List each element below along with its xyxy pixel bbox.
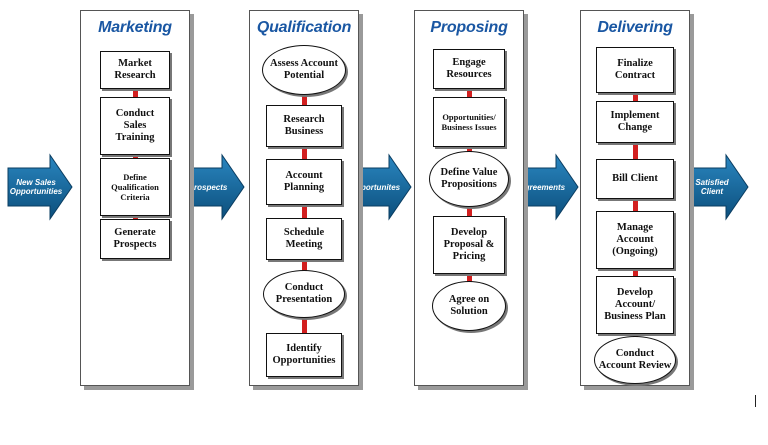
- flow-arrow-satisfied-client: Satisfied Client: [683, 153, 749, 221]
- arrow-shape: [7, 153, 73, 221]
- step-account-planning: Account Planning: [266, 159, 342, 205]
- step-define-qualification-criteria: Define Qualification Criteria: [100, 158, 170, 216]
- arrow-label: Satisfied Client: [695, 178, 729, 196]
- stage-title: Qualification: [256, 19, 352, 36]
- stage-column-proposing: Proposing Engage Resources Opportunities…: [414, 10, 524, 386]
- stage-title: Marketing: [98, 19, 172, 36]
- stage-column-marketing: Marketing Market Research Conduct Sales …: [80, 10, 190, 386]
- step-conduct-sales-training: Conduct Sales Training: [100, 97, 170, 155]
- step-develop-proposal-pricing: Develop Proposal & Pricing: [433, 216, 505, 274]
- step-conduct-presentation: Conduct Presentation: [263, 270, 345, 318]
- stage-column-qualification: Qualification Assess Account Potential R…: [249, 10, 359, 386]
- arrow-label: New Sales Opportunities: [9, 178, 63, 196]
- step-manage-account: Manage Account (Ongoing): [596, 211, 674, 269]
- step-engage-resources: Engage Resources: [433, 49, 505, 89]
- stage-title: Proposing: [430, 19, 508, 36]
- step-schedule-meeting: Schedule Meeting: [266, 218, 342, 260]
- arrow-label: Opportunites: [349, 182, 401, 192]
- arrow-shape: [683, 153, 749, 221]
- arrow-label: Agreements: [518, 182, 566, 192]
- arrow-label: Prospects: [188, 182, 228, 192]
- step-identify-opportunities: Identify Opportunities: [266, 333, 342, 377]
- step-develop-account-business-plan: Develop Account/ Business Plan: [596, 276, 674, 334]
- stage-title: Delivering: [597, 19, 673, 36]
- step-market-research: Market Research: [100, 51, 170, 89]
- step-finalize-contract: Finalize Contract: [596, 47, 674, 93]
- stage-column-delivering: Delivering Finalize Contract Implement C…: [580, 10, 690, 386]
- step-agree-on-solution: Agree on Solution: [432, 281, 506, 331]
- step-implement-change: Implement Change: [596, 101, 674, 143]
- step-assess-account-potential: Assess Account Potential: [262, 45, 346, 95]
- step-define-value-propositions: Define Value Propositions: [429, 151, 509, 207]
- step-conduct-account-review: Conduct Account Review: [594, 336, 676, 384]
- connector-line: [301, 71, 307, 361]
- step-research-business: Research Business: [266, 105, 342, 147]
- text-cursor-mark: [755, 395, 756, 407]
- flow-arrow-new-sales-opportunities: New Sales Opportunities: [7, 153, 73, 221]
- step-opportunities-business-issues: Opportunities/ Business Issues: [433, 97, 505, 147]
- step-generate-prospects: Generate Prospects: [100, 219, 170, 259]
- step-bill-client: Bill Client: [596, 159, 674, 199]
